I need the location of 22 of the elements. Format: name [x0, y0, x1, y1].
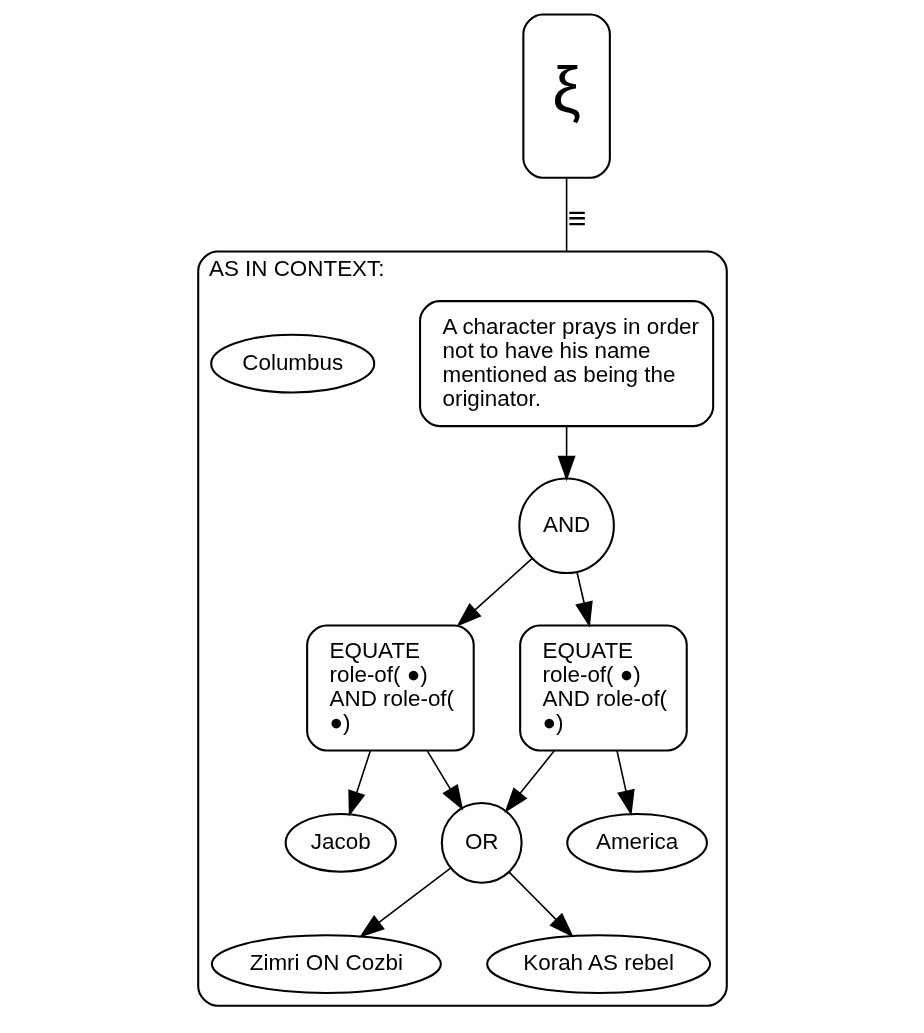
node-box: EQUATE role-of( ●) AND role-of( ●)	[305, 624, 475, 752]
node-ellipse: Korah AS rebel	[485, 934, 711, 994]
node-ellipse: Columbus	[209, 333, 375, 394]
arrow	[358, 867, 451, 938]
node-circle: OR	[440, 801, 523, 884]
arrow	[574, 570, 593, 628]
node-ellipse: America	[565, 812, 708, 873]
connector	[565, 177, 567, 253]
edge-label: ≡	[567, 200, 586, 237]
arrow	[615, 750, 635, 816]
node-box: ξ	[521, 13, 611, 179]
node-box: A character prays in order not to have his name mentioned as being the originator.	[418, 300, 714, 428]
arrow	[557, 425, 576, 482]
arrow	[455, 557, 533, 627]
arrow	[426, 750, 463, 811]
arrow	[347, 750, 371, 817]
node-ellipse: Jacob	[284, 812, 397, 873]
node-box: EQUATE role-of( ●) AND role-of( ●)	[518, 624, 688, 752]
arrow	[507, 871, 574, 938]
arrow	[503, 750, 555, 813]
node-circle: AND	[517, 477, 615, 575]
node-ellipse: Zimri ON Cozbi	[210, 934, 442, 994]
